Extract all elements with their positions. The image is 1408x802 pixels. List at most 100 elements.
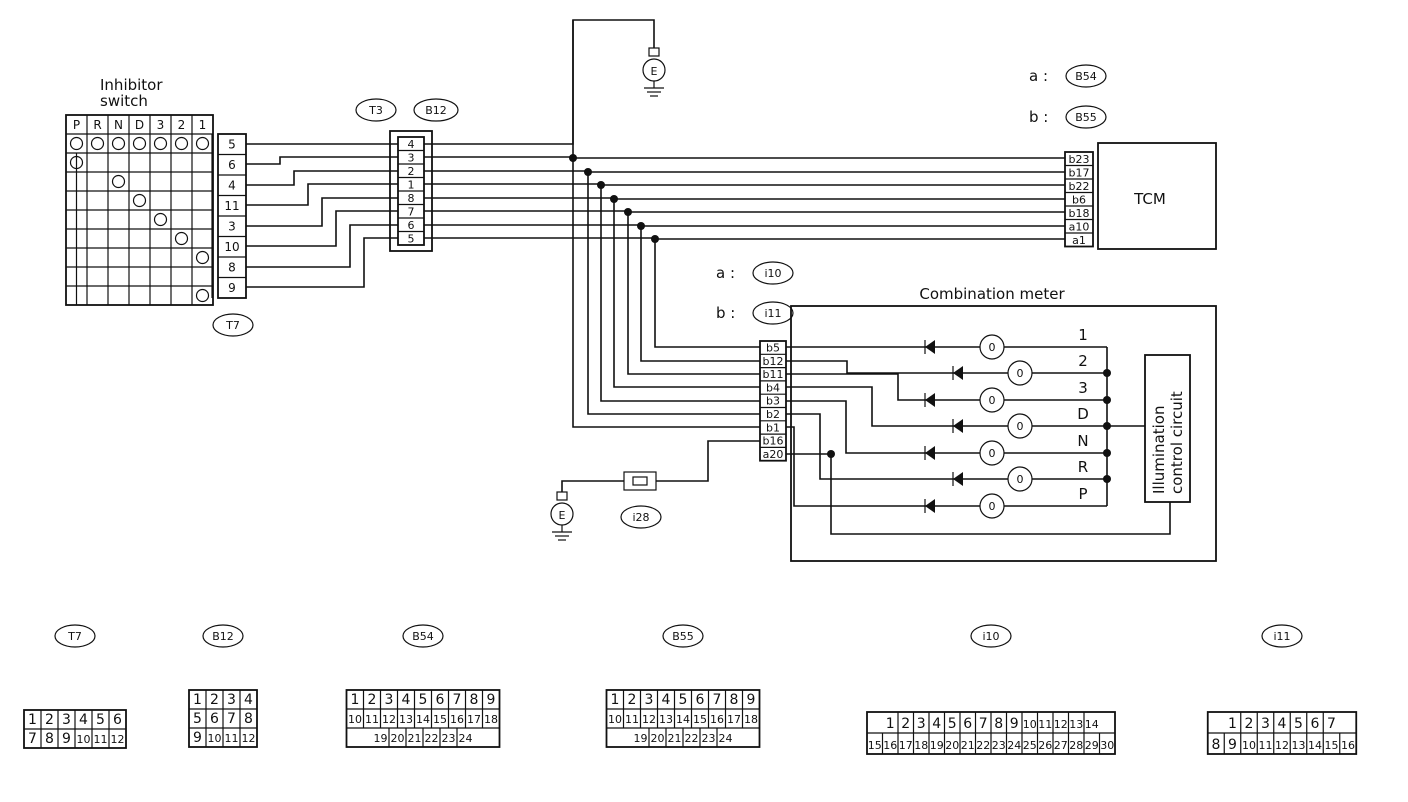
legend-prefix: a :: [1029, 67, 1048, 85]
connector-pin-number: 12: [382, 713, 396, 726]
connector-pin-number: 1: [193, 692, 202, 708]
connector-pin-number: 3: [385, 692, 394, 708]
connector-pin-number: 15: [693, 713, 707, 726]
connector-pin-number: 24: [1007, 739, 1021, 752]
connector-pin-number: 6: [436, 692, 445, 708]
meter-pin-label: a20: [763, 448, 784, 461]
connector-pin-number: 17: [727, 713, 741, 726]
connector-pin-number: 2: [628, 692, 637, 708]
connector-pin-number: 10: [348, 713, 362, 726]
connector-pin-number: 3: [1261, 716, 1270, 732]
connector-pin-number: 26: [1038, 739, 1052, 752]
connector-pin-number: 10: [1242, 739, 1256, 752]
connector-pin-number: 12: [642, 713, 656, 726]
connector-pin-number: 23: [442, 732, 456, 745]
connector-pin-number: 9: [193, 730, 202, 746]
legend-connector: B55: [1075, 111, 1097, 124]
indicator-label: 3: [1078, 379, 1088, 397]
illumination-label-1: Illumination: [1150, 406, 1168, 494]
meter-pin-label: b4: [766, 381, 780, 394]
diode-icon: [925, 340, 935, 354]
connector-pin-number: 8: [1212, 737, 1221, 753]
connector-pin-number: 20: [945, 739, 959, 752]
connector-pin-number: 6: [963, 716, 972, 732]
connector-pin-number: 2: [901, 716, 910, 732]
t7-pin-label: 10: [224, 240, 239, 254]
meter-pin-label: b3: [766, 395, 780, 408]
connector-pin-number: 9: [1010, 716, 1019, 732]
connector-pin-number: 21: [961, 739, 975, 752]
junction-dot: [1103, 396, 1111, 404]
ground-bottom-label: E: [559, 509, 566, 522]
indicator-label: N: [1077, 432, 1088, 450]
tcm-pin-label: a1: [1072, 234, 1086, 247]
connector-pin-number: 17: [467, 713, 481, 726]
connector-pin-number: 7: [1327, 716, 1336, 732]
connector-pin-number: 20: [391, 732, 405, 745]
i28-component: [623, 471, 657, 491]
contact-circle: [174, 231, 189, 246]
connector-pin-number: 8: [994, 716, 1003, 732]
tcm-pin-label: b22: [1069, 180, 1090, 193]
contact-circle: [195, 288, 210, 303]
inhibitor-position-label: D: [135, 118, 144, 132]
connector-pin-number: 18: [744, 713, 758, 726]
connector-pin-number: 11: [1259, 739, 1273, 752]
connector-pin-number: 7: [28, 731, 37, 747]
t3-b12-pin-label: 4: [408, 138, 415, 151]
t7-pin-label: 11: [224, 199, 239, 213]
meter-pin-label: b11: [763, 368, 784, 381]
connector-pin-number: 1: [351, 692, 360, 708]
connector-pin-number: 10: [208, 732, 222, 745]
connector-pin-number: 5: [679, 692, 688, 708]
connector-pin-number: 6: [1311, 716, 1320, 732]
connector-pin-number: 1: [611, 692, 620, 708]
connector-pin-number: 3: [227, 692, 236, 708]
connector-pin-number: 13: [659, 713, 673, 726]
t3-b12-pin-label: 7: [408, 206, 415, 219]
i28-connector-ref: i28: [632, 511, 649, 524]
connector-pin-number: 6: [210, 711, 219, 727]
t7-pin-label: 5: [228, 138, 236, 152]
connector-pin-number: 16: [450, 713, 464, 726]
svg-text:0: 0: [989, 341, 996, 354]
connector-pin-number: 5: [419, 692, 428, 708]
connector-pin-number: 11: [1038, 718, 1052, 731]
inhibitor-position-label: 3: [157, 118, 165, 132]
tcm-box: [1097, 142, 1217, 250]
connector-pin-number: 5: [1294, 716, 1303, 732]
connector-pin-number: 2: [210, 692, 219, 708]
indicator-label: R: [1078, 458, 1088, 476]
contact-circle: [111, 174, 126, 189]
connector-pin-number: 10: [1023, 718, 1037, 731]
connector-pin-number: 18: [484, 713, 498, 726]
connector-pin-number: 16: [710, 713, 724, 726]
contact-circle: [195, 250, 210, 265]
inhibitor-position-label: 2: [178, 118, 186, 132]
connector-pin-number: 19: [634, 732, 648, 745]
meter-pin-label: b12: [763, 355, 784, 368]
connector-pin-number: 3: [62, 712, 71, 728]
contact-circle: [174, 136, 189, 151]
connector-pin-number: 4: [79, 712, 88, 728]
t7-pin-label: 9: [228, 281, 236, 295]
contact-circle: [153, 212, 168, 227]
connector-pin-number: 16: [1341, 739, 1355, 752]
legend-connector: B54: [1075, 70, 1097, 83]
b12-connector-ref-oval: [413, 98, 459, 122]
junction-dot: [1103, 449, 1111, 457]
connector-pin-number: 7: [453, 692, 462, 708]
contact-circle: [195, 136, 210, 151]
connector-pin-number: 9: [747, 692, 756, 708]
connector-pin-number: 16: [883, 739, 897, 752]
t3-connector-ref-oval: [355, 98, 397, 122]
connector-pin-number: 17: [899, 739, 913, 752]
connector-pin-number: 6: [696, 692, 705, 708]
inhibitor-position-label: 1: [199, 118, 207, 132]
svg-text:0: 0: [989, 447, 996, 460]
